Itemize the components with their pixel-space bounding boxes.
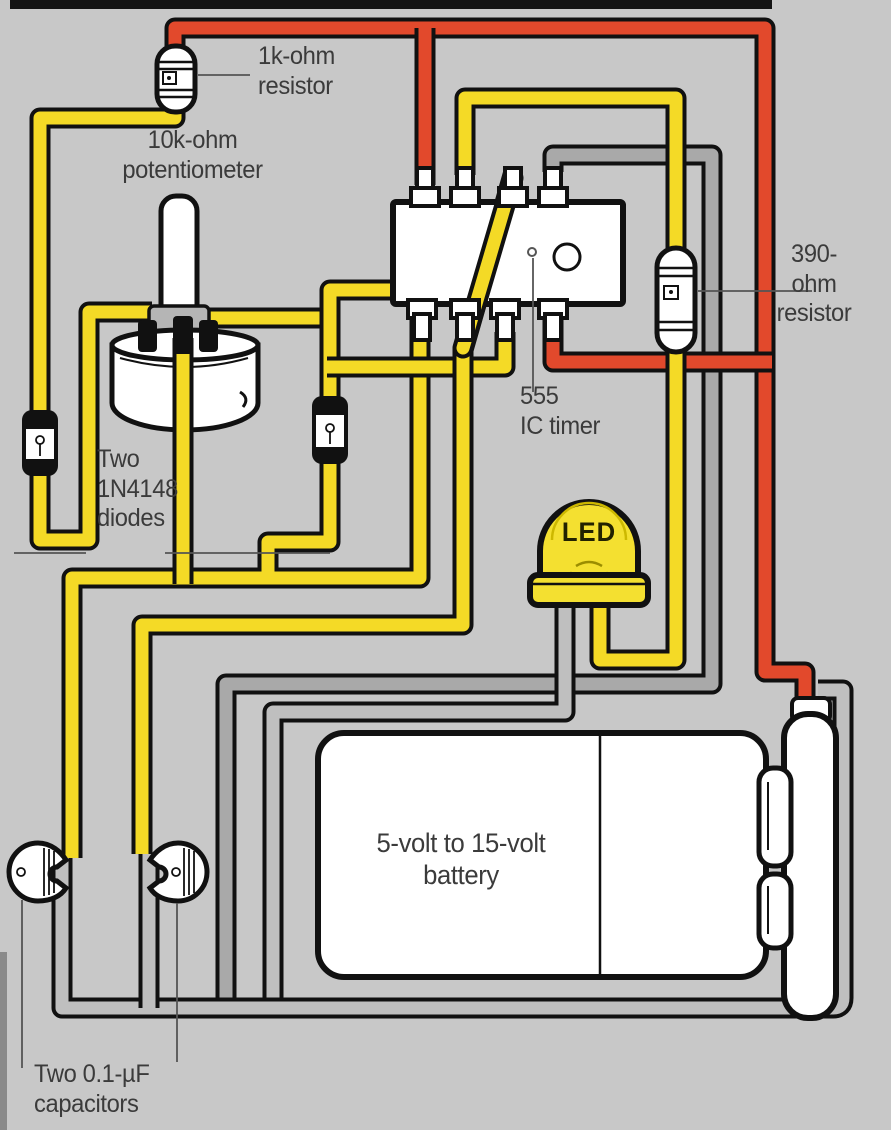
capacitor-1 [6,840,70,904]
ic-pin-bottom-4 [543,312,563,342]
label-line: 555 [520,382,559,410]
ic-pin-top-3-base [497,186,529,208]
diode-left [22,410,58,476]
resistor-390 [654,245,698,355]
label-battery: 5-volt to 15-volt battery [337,828,586,892]
wire-led-anode [458,91,683,667]
capacitor-1-body [6,840,70,904]
label-line: LED [561,517,617,547]
pot-terminal-wiper [173,316,193,354]
label-line: 390- [790,240,838,268]
pot-terminal-right [199,320,218,352]
battery-connector [756,696,839,1021]
label-line: Two 0.1-µF [34,1060,150,1088]
wire-ic-pin3 [327,332,512,374]
photo-left-edge [0,952,7,1130]
capacitor-2-body [146,840,210,904]
pot-shaft [158,193,200,325]
label-potentiometer: 10k-ohm potentiometer [90,126,294,185]
label-line: 1N4148 [97,474,178,503]
ic-pin-top-1-base [409,186,441,208]
ic-pin1-marker [552,242,582,272]
resistor-1k [154,43,198,115]
pot-terminals [138,316,218,354]
led-flange [527,572,651,608]
wire-main-rail [65,283,427,858]
wire-pot-left [33,96,182,547]
diode-right [312,396,348,464]
ic-pin-bottom-3 [495,312,515,342]
ic-pin-bottom-1 [412,312,432,342]
wire-vplus [168,21,812,718]
label-line: 10k-ohm [147,126,238,154]
label-line: battery [423,859,499,890]
pot-tab [239,390,248,408]
label-line: 1k-ohm [258,42,335,70]
label-1k-resistor: 1k-ohm resistor [258,42,335,101]
led-dome-highlight [550,501,628,541]
capacitor-2 [146,840,210,904]
label-line: ohm [791,269,837,298]
label-diodes: Two 1N4148 diodes [97,445,178,534]
ic-pin-bottom-2 [455,312,475,342]
connector-body [781,711,839,1021]
label-line: Two [97,445,140,473]
connector-clip-top [756,765,794,869]
label-line: potentiometer [122,155,263,184]
label-line: capacitors [34,1089,139,1118]
pot-terminal-left [138,320,157,352]
label-line: IC timer [520,411,601,440]
label-390-resistor: 390- ohm resistor [761,240,867,329]
ic-callout-anchor [527,247,537,257]
label-line: diodes [97,504,165,532]
photo-top-edge [10,0,772,9]
wire-ic-ground [219,148,719,1008]
callout-lines [14,74,812,1068]
label-line: resistor [776,299,852,327]
ic-pin-top-2-base [449,186,481,208]
wire-led-cathode [266,600,572,1008]
ic-pin-top-4-base [537,186,569,208]
ic-pins [406,166,569,342]
label-led: LED [551,517,627,549]
label-555-timer: 555 IC timer [520,382,600,441]
label-line: 5-volt to 15-volt [376,828,546,858]
label-capacitors: Two 0.1-µF capacitors [34,1060,150,1119]
connector-clip-bottom [756,871,794,951]
label-line: resistor [258,71,333,100]
led [527,499,651,608]
